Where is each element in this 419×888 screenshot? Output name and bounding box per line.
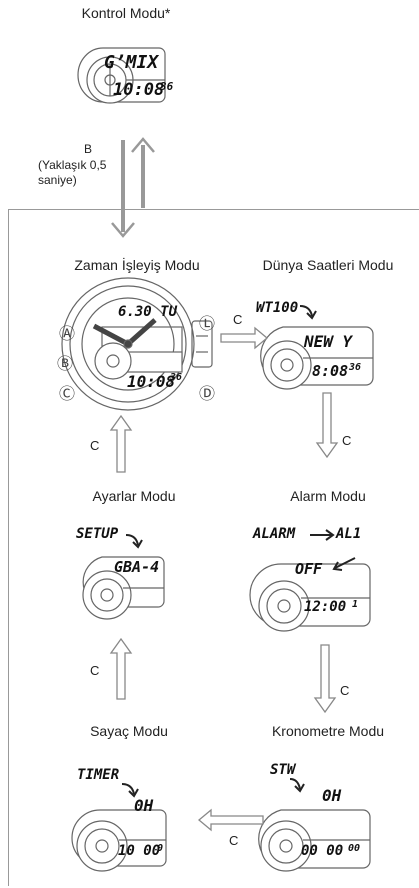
arrow-label-c-1: C [233,312,243,327]
timer-time: 10 00 [118,843,161,859]
alarm-seconds: 1 [352,599,359,610]
stopwatch-mode-title: Kronometre Modu [271,723,385,739]
arrow-label-c-5: C [90,663,100,678]
transition-note-line1: (Yaklaşık 0,5 [38,158,107,172]
timekeeping-time: 10:08 [127,372,176,391]
stopwatch-time: 00 00 [301,843,344,859]
timer-display-top: 0H [134,796,154,815]
stopwatch-display-top: 0H [322,786,342,805]
settings-display-top: GBA-4 [114,558,160,576]
button-d-label: Ⓓ [199,386,216,403]
arrow-label-c-6: C [90,438,100,453]
timekeeping-mode-title: Zaman İşleyiş Modu [74,257,200,273]
arrow-label-c-4: C [229,833,239,848]
settings-watch [82,556,165,620]
settings-callout: SETUP [76,526,119,542]
button-c-label: Ⓒ [59,386,76,403]
button-a-label: Ⓐ [59,326,76,343]
alarm-callout-left: ALARM [253,526,296,542]
timekeeping-seconds: 36 [170,372,183,383]
control-mode-watch-face [77,47,166,104]
timer-seconds: 0 [157,843,164,854]
transition-button-label: B [84,142,93,156]
alarm-display-top: OFF [295,560,323,578]
mode-cycle-frame [8,209,419,886]
control-mode-time: 10:08 [113,80,165,100]
alarm-callout-right: AL1 [336,526,362,542]
settings-mode-title: Ayarlar Modu [92,488,176,504]
world-time-callout: WT100 [256,300,299,316]
stopwatch-seconds: 00 [348,843,361,854]
control-mode-title: Kontrol Modu* [81,5,171,21]
world-time-mode-title: Dünya Saatleri Modu [262,257,394,273]
timekeeping-watch [61,277,213,411]
control-mode-seconds: 36 [160,80,174,93]
mode-arrows [109,326,339,832]
alarm-watch [249,563,371,632]
timer-watch [71,809,167,872]
arrow-label-c-3: C [340,683,350,698]
timer-callout: TIMER [77,767,120,783]
stopwatch-watch [258,809,371,872]
transition-note-line2: saniye) [38,173,77,187]
timer-mode-title: Sayaç Modu [90,723,168,739]
world-time-display-top: NEW Y [304,332,353,351]
callout-arrows [121,305,356,798]
timekeeping-display-top: 6.30 TU [118,304,178,320]
alarm-time: 12:00 [304,599,347,615]
button-l-label: Ⓛ [199,316,216,333]
button-b-label: Ⓑ [57,356,74,373]
alarm-mode-title: Alarm Modu [290,488,366,504]
world-time-seconds: 36 [349,362,362,373]
arrow-label-c-2: C [342,433,352,448]
stopwatch-callout: STW [270,762,296,778]
world-time-time: 8:08 [312,362,349,380]
transition-arrows [111,137,155,238]
control-mode-display: G’MIX [104,52,159,73]
